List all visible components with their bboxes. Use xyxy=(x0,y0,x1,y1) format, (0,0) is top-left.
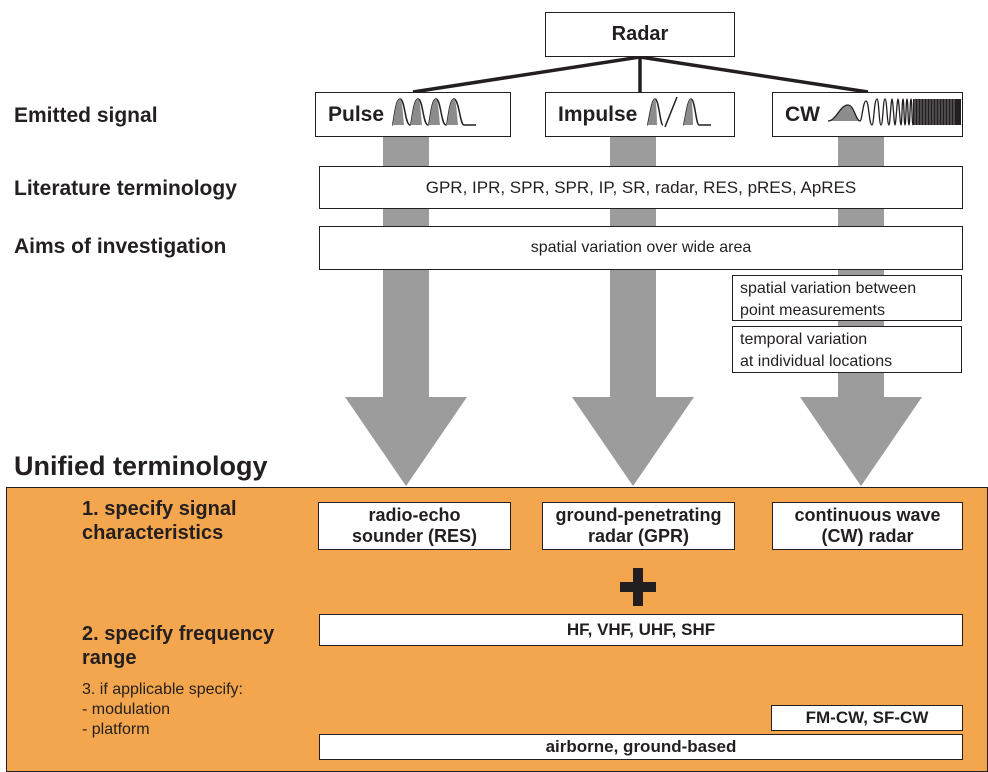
step-1-label: 1. specify signal characteristics xyxy=(82,498,237,544)
modulation-box: FM-CW, SF-CW xyxy=(771,705,963,731)
platform-box: airborne, ground-based xyxy=(319,734,963,760)
aim-point: spatial variation between point measurem… xyxy=(740,280,917,319)
term-cw: continuous wave (CW) radar xyxy=(794,505,941,546)
modulation-types: FM-CW, SF-CW xyxy=(805,708,929,727)
chirp-waveform-icon xyxy=(826,95,966,135)
arrow-head-impulse xyxy=(572,397,694,486)
term-gpr: ground-penetrating radar (GPR) xyxy=(555,505,722,546)
signal-label-pulse: Pulse xyxy=(328,102,385,126)
unified-heading: Unified terminology xyxy=(14,451,268,481)
tree-branch-cw xyxy=(639,55,869,94)
step-2-label: 2. specify frequency range xyxy=(82,623,275,669)
plus-sign: + xyxy=(620,568,656,606)
aim-point-box: spatial variation between point measurem… xyxy=(732,275,962,321)
arrow-head-pulse xyxy=(345,397,467,486)
aim-temporal-box: temporal variation at individual locatio… xyxy=(732,326,962,373)
term-cw-box: continuous wave (CW) radar xyxy=(772,502,963,550)
aim-temporal: temporal variation at individual locatio… xyxy=(740,331,893,370)
arrow-head-cw xyxy=(800,397,922,486)
aim-wide-area: spatial variation over wide area xyxy=(530,239,752,256)
pulse-waveform-icon xyxy=(390,95,480,135)
literature-terms-box: GPR, IPR, SPR, SPR, IP, SR, radar, RES, … xyxy=(319,166,963,209)
literature-terms: GPR, IPR, SPR, SPR, IP, SR, radar, RES, … xyxy=(425,177,857,197)
signal-box-pulse: Pulse xyxy=(315,92,511,137)
row-label-aims: Aims of investigation xyxy=(14,235,227,258)
term-gpr-box: ground-penetrating radar (GPR) xyxy=(542,502,735,550)
term-res: radio-echo sounder (RES) xyxy=(351,505,477,546)
frequency-bands: HF, VHF, UHF, SHF xyxy=(566,620,716,639)
platform-types: airborne, ground-based xyxy=(545,737,737,756)
row-label-literature: Literature terminology xyxy=(14,177,237,200)
row-label-emitted: Emitted signal xyxy=(14,104,158,127)
radar-title: Radar xyxy=(611,23,669,45)
signal-box-impulse: Impulse xyxy=(545,92,735,137)
impulse-waveform-icon xyxy=(643,95,713,135)
aim-wide-area-box: spatial variation over wide area xyxy=(319,226,963,270)
signal-label-cw: CW xyxy=(785,102,820,126)
signal-label-impulse: Impulse xyxy=(558,102,638,126)
step-3-label: 3. if applicable specify: - modulation -… xyxy=(82,681,243,738)
tree-branch-pulse xyxy=(412,55,641,94)
term-res-box: radio-echo sounder (RES) xyxy=(318,502,511,550)
frequency-box: HF, VHF, UHF, SHF xyxy=(319,614,963,646)
radar-box: Radar xyxy=(545,12,735,57)
signal-box-cw: CW xyxy=(772,92,963,137)
